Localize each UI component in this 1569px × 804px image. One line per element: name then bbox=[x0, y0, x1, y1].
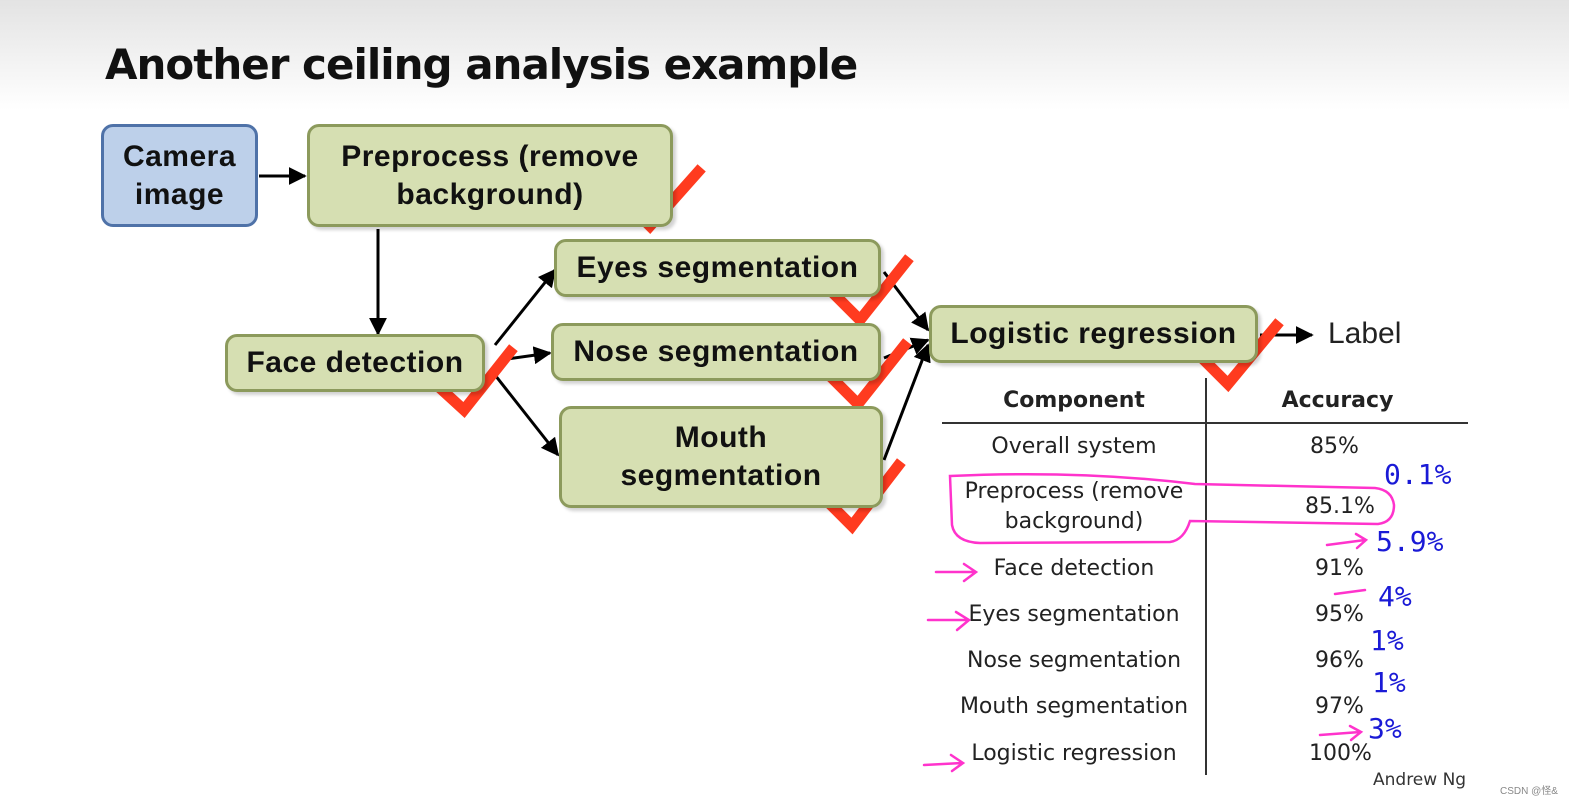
camera-image-label: Camera image bbox=[122, 139, 237, 211]
table-cell-preprocess: Preprocess (remove background) bbox=[964, 479, 1184, 534]
eyes-segmentation-box: Eyes segmentation bbox=[554, 239, 881, 297]
arrow-face-eyes bbox=[493, 268, 557, 346]
table-row-accuracy: 100% bbox=[1309, 741, 1372, 766]
handwritten-note: 3% bbox=[1368, 712, 1402, 745]
handwritten-note: 1% bbox=[1372, 666, 1406, 699]
preprocess-box: Preprocess (remove background) bbox=[307, 124, 673, 227]
pink-arrow-r1 bbox=[1325, 532, 1369, 550]
nose-segmentation-box: Nose segmentation bbox=[551, 323, 881, 381]
logistic-regression-label: Logistic regression bbox=[950, 317, 1237, 350]
table-row-accuracy: 91% bbox=[1315, 556, 1364, 581]
pink-arrows bbox=[922, 532, 1369, 773]
table-row-component: Eyes segmentation bbox=[968, 602, 1180, 627]
highlight-loop bbox=[948, 472, 1396, 545]
check-icon-nose bbox=[826, 338, 912, 413]
watermark: CSDN @怪& bbox=[1500, 786, 1558, 797]
table-row-component: Mouth segmentation bbox=[959, 694, 1189, 719]
table-row-component: Face detection bbox=[993, 556, 1155, 581]
check-icon-face bbox=[432, 344, 518, 419]
handwritten-note: 0.1% bbox=[1384, 458, 1452, 491]
table-header-accuracy: Accuracy bbox=[1281, 388, 1394, 413]
output-label: Label bbox=[1328, 317, 1402, 350]
table-row-component: Logistic regression bbox=[971, 741, 1177, 766]
logistic-regression-box: Logistic regression bbox=[929, 305, 1258, 363]
mouth-segmentation-box: Mouth segmentation bbox=[559, 406, 883, 508]
face-detection-label: Face detection bbox=[246, 346, 464, 379]
pink-arrow-r2 bbox=[1333, 588, 1367, 596]
pink-arrow-r3 bbox=[1318, 724, 1364, 742]
camera-image-box: Camera image bbox=[101, 124, 258, 227]
arrow-mouth-logistic bbox=[882, 343, 931, 461]
slide-title: Another ceiling analysis example bbox=[105, 40, 858, 89]
pink-arrow-eyes bbox=[926, 610, 972, 632]
handwritten-note: 4% bbox=[1378, 580, 1412, 613]
header-shade bbox=[0, 0, 1569, 110]
preprocess-label: Preprocess (remove background) bbox=[341, 139, 639, 211]
table-row-accuracy: 85% bbox=[1310, 434, 1359, 459]
author-credit: Andrew Ng bbox=[1373, 770, 1467, 790]
table-row-component: Overall system bbox=[991, 434, 1157, 459]
eyes-segmentation-label: Eyes segmentation bbox=[576, 251, 859, 284]
check-icon-logistic bbox=[1198, 318, 1284, 393]
table-row-component: Preprocess (remove background) bbox=[944, 477, 1204, 537]
table-row-accuracy: 96% bbox=[1315, 648, 1364, 673]
arrow-face-mouth bbox=[493, 374, 560, 457]
table-row-accuracy: 95% bbox=[1315, 602, 1364, 627]
table-row-component: Nose segmentation bbox=[966, 648, 1182, 673]
handwritten-note: 5.9% bbox=[1376, 525, 1444, 558]
table-header-component: Component bbox=[1003, 388, 1145, 413]
nose-segmentation-label: Nose segmentation bbox=[573, 335, 859, 368]
check-icon-eyes bbox=[828, 254, 914, 329]
pink-arrow-face bbox=[934, 562, 979, 583]
face-detection-box: Face detection bbox=[225, 334, 485, 392]
mouth-segmentation-label: Mouth segmentation bbox=[620, 421, 822, 492]
table-row-accuracy: 97% bbox=[1315, 694, 1364, 719]
pink-arrow-logistic bbox=[922, 753, 966, 773]
handwritten-note: 1% bbox=[1370, 624, 1404, 657]
table-row-accuracy: 85.1% bbox=[1305, 494, 1375, 519]
